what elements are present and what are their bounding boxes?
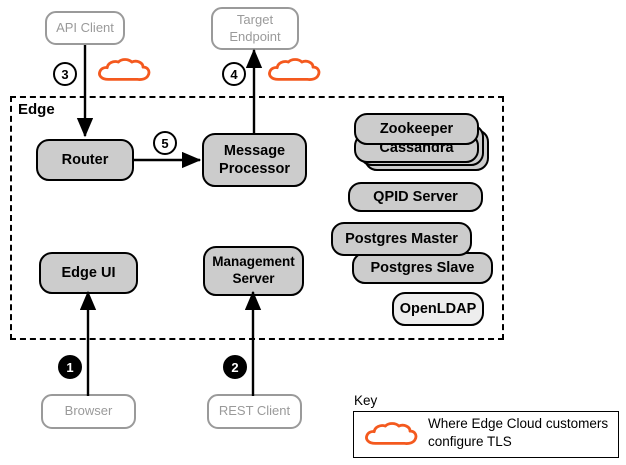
- step-marker-3: 3: [53, 62, 77, 86]
- step-marker-1: 1: [58, 355, 82, 379]
- node-target-endpoint-label-line1: Target: [236, 12, 274, 28]
- step-marker-2-number: 2: [231, 359, 239, 375]
- node-postgres-slave[interactable]: Postgres Slave: [352, 252, 493, 284]
- node-router[interactable]: Router: [36, 139, 134, 181]
- node-zookeeper-label: Zookeeper: [379, 121, 454, 137]
- node-browser-label: Browser: [64, 403, 113, 419]
- node-target-endpoint[interactable]: Target Endpoint: [211, 7, 299, 50]
- edge-zone-label: Edge: [18, 101, 55, 118]
- edge-zone-boundary: [10, 96, 504, 340]
- node-api-client[interactable]: API Client: [45, 11, 125, 45]
- node-edge-ui[interactable]: Edge UI: [39, 252, 138, 294]
- node-message-processor-label-line2: Processor: [219, 161, 290, 177]
- step-marker-5-number: 5: [161, 135, 169, 151]
- key-entry-text: Where Edge Cloud customers configure TLS: [428, 415, 613, 451]
- step-marker-2: 2: [223, 355, 247, 379]
- node-openldap[interactable]: OpenLDAP: [392, 292, 484, 326]
- node-browser[interactable]: Browser: [41, 394, 136, 429]
- node-message-processor-label-line1: Message: [223, 142, 286, 159]
- key-entry-line2: configure TLS: [428, 434, 512, 450]
- node-postgres-slave-label: Postgres Slave: [370, 260, 475, 276]
- node-rest-client-label: REST Client: [218, 403, 291, 419]
- node-api-client-label: API Client: [56, 19, 114, 35]
- node-postgres-master-label: Postgres Master: [345, 231, 458, 247]
- node-rest-client[interactable]: REST Client: [207, 394, 302, 429]
- node-zookeeper[interactable]: Zookeeper: [354, 113, 479, 145]
- node-openldap-label: OpenLDAP: [399, 300, 477, 317]
- key-title: Key: [354, 393, 378, 408]
- node-management-server-label-line1: Management: [212, 254, 295, 270]
- node-router-label: Router: [61, 151, 109, 168]
- key-entry-line1: Where Edge Cloud customers: [428, 416, 609, 431]
- node-qpid-server-label: QPID Server: [373, 188, 458, 205]
- cloud-icon-step3: [96, 58, 152, 89]
- node-qpid-server[interactable]: QPID Server: [348, 182, 483, 212]
- step-marker-3-number: 3: [61, 66, 69, 82]
- step-marker-4: 4: [222, 62, 246, 86]
- cloud-icon-step4: [266, 58, 322, 89]
- node-message-processor[interactable]: Message Processor: [202, 133, 307, 187]
- step-marker-5: 5: [153, 131, 177, 155]
- node-edge-ui-label: Edge UI: [61, 264, 116, 281]
- node-target-endpoint-label-line2: Endpoint: [229, 28, 281, 44]
- step-marker-4-number: 4: [230, 66, 238, 82]
- node-management-server[interactable]: Management Server: [203, 246, 304, 296]
- cloud-icon-legend: [363, 422, 419, 453]
- node-postgres-master[interactable]: Postgres Master: [331, 222, 472, 256]
- step-marker-1-number: 1: [66, 359, 74, 375]
- node-management-server-label-line2: Server: [232, 271, 275, 286]
